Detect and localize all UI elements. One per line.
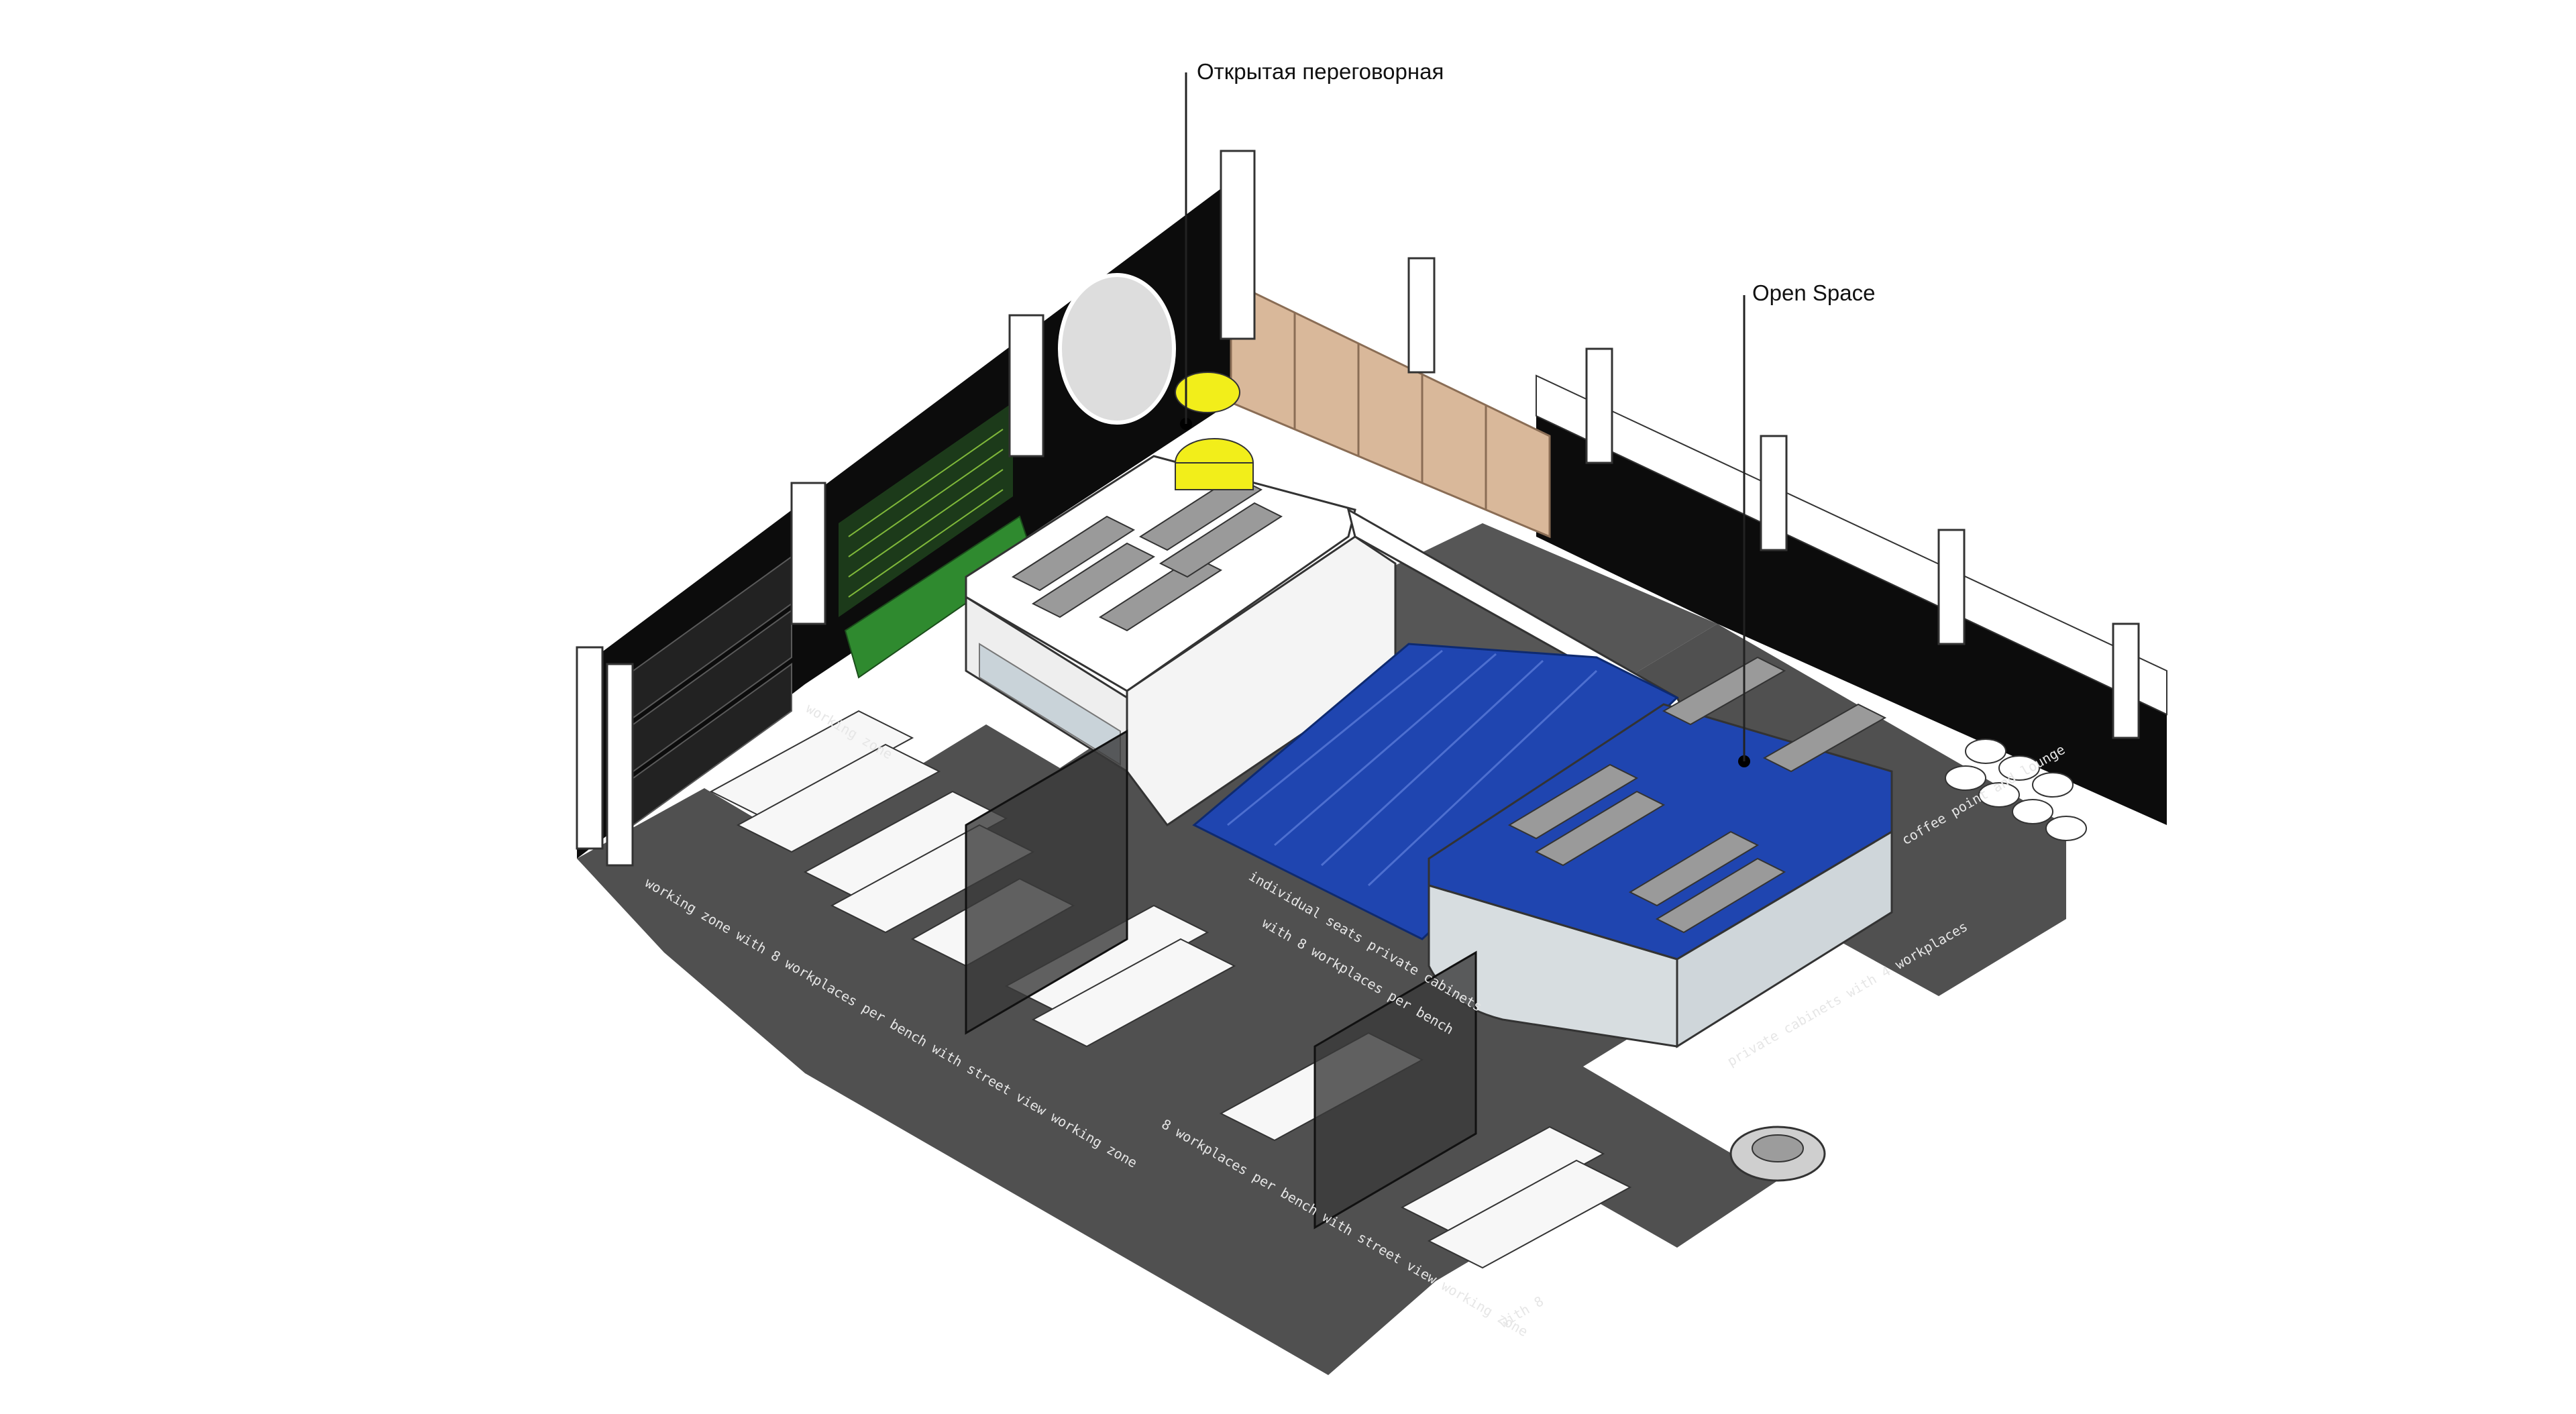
plant-wall-foliage [848, 429, 1004, 598]
north-wall [1536, 416, 2167, 825]
open-space-desk-groups [1507, 656, 1887, 934]
yellow-pendant-lamp [1175, 372, 1240, 413]
lounge-poufs [1945, 739, 2087, 841]
wood-partition [1230, 280, 1551, 539]
round-planter-inner [1752, 1134, 1804, 1162]
amphitheatre-step-lines [1227, 649, 1598, 887]
wood-partition-panels [1293, 313, 1487, 510]
open-space-side-glazing [1676, 830, 1893, 1048]
round-mirror [1058, 273, 1176, 425]
open-meeting-room-label: Открытая переговорная [1197, 59, 1444, 84]
mezzanine-desk-groups [1011, 475, 1283, 632]
columns [576, 150, 2140, 867]
yellow-table-base [1175, 462, 1254, 490]
plant-wall [839, 402, 1013, 617]
open-space-label: Open Space [1752, 280, 1876, 305]
amphitheatre-steps [1192, 643, 1679, 940]
bookshelves [623, 555, 792, 833]
glass-meeting-box-2 [1313, 950, 1477, 1230]
glass-meeting-box-1 [965, 729, 1128, 1035]
